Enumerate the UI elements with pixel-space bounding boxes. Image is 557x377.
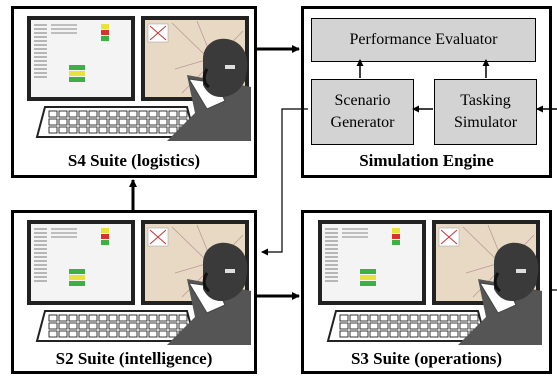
headset-icon: [493, 272, 501, 293]
status-indicator: [360, 281, 376, 286]
operator-icon: [167, 242, 251, 345]
status-indicator: [69, 275, 85, 280]
s2-suite-label: S2 Suite (intelligence): [55, 349, 213, 368]
status-indicator: [101, 36, 109, 41]
scenario-generator-line2: Generator: [330, 114, 395, 131]
status-indicator: [101, 24, 109, 29]
s4-suite-label: S4 Suite (logistics): [67, 151, 201, 170]
status-indicator: [69, 77, 85, 82]
simulation-engine-label: Simulation Engine: [359, 151, 494, 170]
screen: [31, 224, 131, 301]
status-indicator: [69, 269, 85, 274]
status-indicator: [101, 228, 109, 233]
status-indicator: [360, 269, 376, 274]
workstation-s2: [27, 220, 251, 345]
status-indicator: [392, 240, 400, 245]
status-indicator: [69, 281, 85, 286]
performance-evaluator: Performance Evaluator: [311, 18, 536, 62]
headset-icon: [202, 272, 210, 293]
s3-suite: S3 Suite (operations): [301, 210, 552, 374]
status-indicator: [360, 275, 376, 280]
status-indicator: [69, 65, 85, 70]
status-indicator: [392, 234, 400, 239]
scenario-generator: Scenario Generator: [311, 79, 414, 145]
performance-evaluator-label: Performance Evaluator: [349, 31, 498, 49]
headset-icon: [202, 68, 210, 89]
operator-icon: [458, 242, 542, 345]
screen: [31, 20, 131, 97]
scenario-generator-line1: Scenario: [334, 92, 391, 110]
s2-suite: S2 Suite (intelligence): [11, 210, 257, 374]
status-indicator: [101, 240, 109, 245]
screen: [322, 224, 422, 301]
status-indicator: [392, 228, 400, 233]
status-indicator: [101, 234, 109, 239]
status-indicator: [69, 71, 85, 76]
status-indicator: [101, 30, 109, 35]
s4-suite: S4 Suite (logistics): [11, 6, 257, 178]
simulation-engine: Performance Evaluator Scenario Generator…: [301, 6, 552, 178]
tasking-simulator-line2: Simulator: [453, 114, 518, 131]
tasking-simulator: Tasking Simulator: [434, 79, 537, 145]
tasking-simulator-line1: Tasking: [460, 92, 511, 110]
workstation-s3: [318, 220, 542, 345]
s3-suite-label: S3 Suite (operations): [350, 349, 503, 368]
workstation-s4: [27, 16, 251, 141]
operator-icon: [167, 38, 251, 141]
